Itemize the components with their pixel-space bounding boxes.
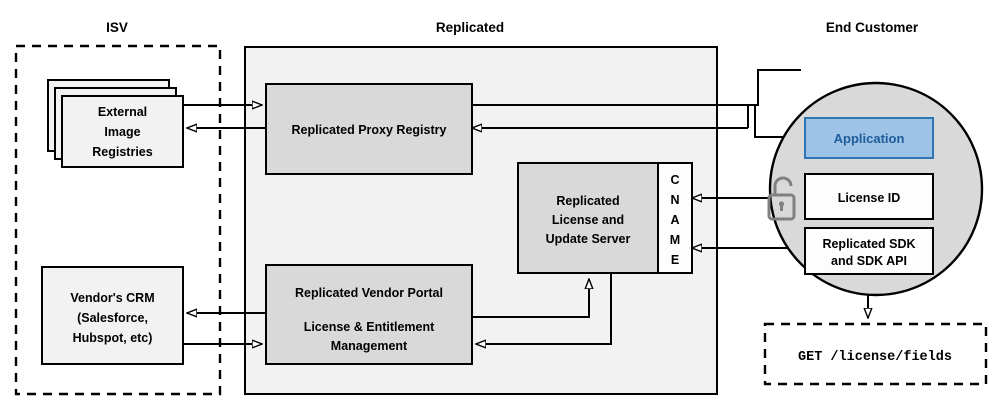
vendor-portal-rect: [265, 264, 473, 365]
license-id-rect: [804, 173, 934, 220]
proxy-registry-rect: [265, 83, 473, 175]
license-server-rect: [517, 162, 659, 274]
zone-title-replicated: Replicated: [436, 20, 504, 35]
cname-letter-1: C: [670, 173, 679, 187]
license-id-label: License ID: [838, 191, 901, 205]
registries-label-line2: Image: [104, 125, 140, 139]
application-box[interactable]: Application: [804, 117, 934, 159]
connector-portal-to-license-server: [472, 279, 589, 318]
license-server-label-line1: Replicated: [556, 194, 619, 208]
unlocked-padlock-icon: [767, 176, 796, 221]
crm-label-line1: Vendor's CRM: [70, 291, 154, 305]
vendor-portal-label-line3: Management: [331, 339, 408, 353]
application-rect: [804, 117, 934, 159]
application-label: Application: [834, 131, 905, 146]
api-call-box: GET /license/fields: [763, 322, 988, 386]
cname-letter-5: E: [671, 253, 679, 267]
replicated-license-update-server-box[interactable]: Replicated License and Update Server: [517, 162, 659, 274]
crm-label-line3: Hubspot, etc): [73, 331, 153, 345]
sdk-label-line2: and SDK API: [831, 254, 907, 268]
registries-label-line1: External: [98, 105, 147, 119]
isv-zone-boundary: [14, 44, 222, 396]
replicated-sdk-box[interactable]: Replicated SDK and SDK API: [804, 227, 934, 275]
vendors-crm-box[interactable]: Vendor's CRM (Salesforce, Hubspot, etc): [41, 266, 184, 365]
license-id-box[interactable]: License ID: [804, 173, 934, 220]
crm-label-line2: (Salesforce,: [77, 311, 148, 325]
external-image-registries[interactable]: External Image Registries: [47, 79, 184, 168]
replicated-vendor-portal-box[interactable]: Replicated Vendor Portal License & Entit…: [265, 264, 473, 365]
zone-title-end-customer: End Customer: [826, 20, 919, 35]
sdk-rect: [804, 227, 934, 275]
api-call-boundary: [763, 322, 988, 386]
sdk-label-line1: Replicated SDK: [822, 237, 915, 251]
zone-title-isv: ISV: [106, 20, 128, 35]
cname-rect: [657, 162, 693, 274]
cname-strip[interactable]: C N A M E: [657, 162, 693, 274]
vendor-portal-label-line1: Replicated Vendor Portal: [295, 286, 443, 300]
vendor-portal-label-line2: License & Entitlement: [304, 320, 435, 334]
cname-letter-3: A: [670, 213, 679, 227]
cname-letter-2: N: [670, 193, 679, 207]
replicated-proxy-registry-box[interactable]: Replicated Proxy Registry: [265, 83, 473, 175]
connector-license-server-to-portal: [476, 272, 612, 344]
license-server-label-line2: License and: [552, 213, 624, 227]
registry-stack-front: [61, 95, 184, 168]
crm-rect: [41, 266, 184, 365]
registries-label-line3: Registries: [92, 145, 152, 159]
api-call-label: GET /license/fields: [798, 350, 952, 365]
cname-letter-4: M: [670, 233, 680, 247]
license-server-label-line3: Update Server: [546, 232, 631, 246]
proxy-registry-label: Replicated Proxy Registry: [292, 123, 447, 137]
